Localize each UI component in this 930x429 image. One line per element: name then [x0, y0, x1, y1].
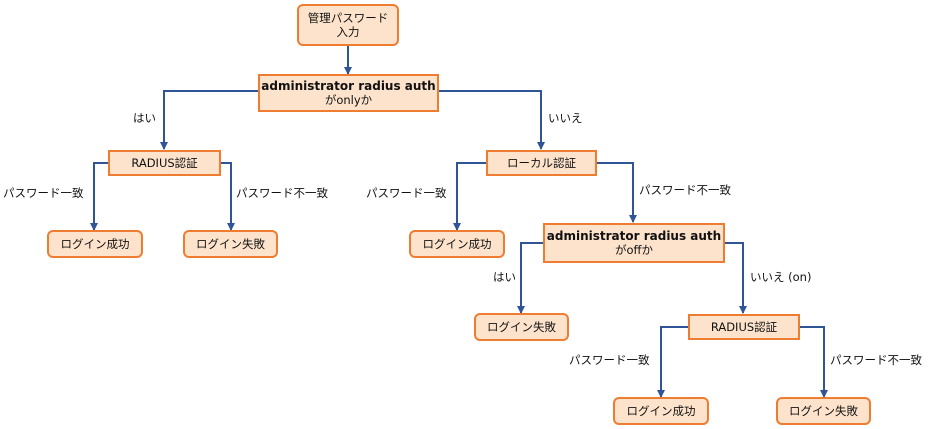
edge-label-pw-mismatch-1: パスワード不一致: [236, 186, 328, 200]
connector-radius-right-to-login-ok-3: [657, 326, 688, 398]
local-auth: ローカル認証: [486, 150, 597, 176]
login-success-1: ログイン成功: [47, 230, 143, 258]
login-failure-2-label: ログイン失敗: [487, 320, 556, 334]
start-node-line2: 入力: [336, 25, 360, 39]
edge-label-yes-1: はい: [133, 111, 156, 125]
admin-off-line2: がoffか: [615, 243, 653, 257]
edge-label-pw-match-2: パスワード一致: [366, 186, 447, 200]
connector-admin-only-to-radius-left: [160, 90, 258, 150]
connector-admin-off-to-login-fail-2: [517, 242, 543, 314]
login-success-2-label: ログイン成功: [422, 237, 492, 251]
login-success-3-label: ログイン成功: [626, 404, 696, 418]
connector-admin-off-to-radius-right: [725, 242, 747, 314]
edge-label-pw-mismatch-2: パスワード不一致: [639, 183, 731, 197]
radius-auth-right-label: RADIUS認証: [710, 320, 778, 334]
start-node: 管理パスワード 入力: [297, 4, 399, 46]
login-success-3: ログイン成功: [613, 397, 709, 425]
login-failure-1: ログイン失敗: [183, 230, 278, 258]
connector-admin-only-to-local-auth: [439, 90, 545, 150]
edge-label-pw-match-3: パスワード一致: [569, 353, 650, 367]
connector-local-auth-to-login-ok-2: [453, 162, 486, 231]
login-success-1-label: ログイン成功: [60, 237, 130, 251]
admin-only-decision: administrator radius auth がonlyか: [258, 74, 439, 112]
connector-radius-right-to-login-fail-3: [800, 326, 828, 398]
login-failure-2: ログイン失敗: [474, 313, 569, 341]
login-failure-3: ログイン失敗: [776, 397, 871, 425]
start-node-line1: 管理パスワード: [307, 11, 389, 25]
admin-off-line1: administrator radius auth: [546, 229, 722, 243]
login-success-2: ログイン成功: [409, 230, 505, 258]
connector-radius-left-to-login-ok-1: [90, 162, 108, 231]
edge-label-pw-match-1: パスワード一致: [3, 186, 84, 200]
login-failure-1-label: ログイン失敗: [196, 237, 265, 251]
connector-local-auth-to-admin-off: [597, 162, 637, 223]
radius-auth-left: RADIUS認証: [108, 150, 221, 176]
connector-radius-left-to-login-fail-1: [221, 162, 235, 231]
admin-only-line1: administrator radius auth: [261, 79, 436, 93]
edge-label-pw-mismatch-3: パスワード不一致: [830, 353, 922, 367]
radius-auth-left-label: RADIUS認証: [131, 156, 198, 170]
login-failure-3-label: ログイン失敗: [789, 404, 858, 418]
admin-off-decision: administrator radius auth がoffか: [543, 223, 725, 263]
local-auth-label: ローカル認証: [507, 156, 576, 170]
radius-auth-right: RADIUS認証: [688, 314, 800, 340]
admin-only-line2: がonlyか: [324, 93, 373, 107]
edge-label-no-on: いいえ (on): [750, 270, 812, 284]
edge-label-yes-2: はい: [493, 270, 516, 284]
edge-label-no-1: いいえ: [548, 111, 583, 125]
